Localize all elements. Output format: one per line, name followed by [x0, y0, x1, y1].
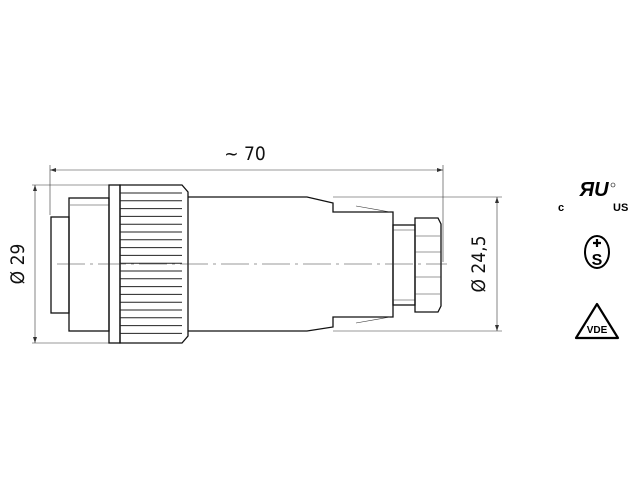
- diameter-24-5-dimension: Ø 24,5: [333, 196, 502, 332]
- vde-triangle-icon: VDE: [574, 302, 620, 340]
- diameter-right-label: Ø 24,5: [468, 236, 490, 293]
- s-mark-label: S: [592, 252, 603, 269]
- length-label: ~ 70: [224, 143, 266, 165]
- ul-c-label: c: [558, 202, 564, 214]
- length-dimension: ~ 70: [49, 143, 444, 262]
- diameter-left-label: Ø 29: [7, 244, 29, 285]
- svg-text:ЯU: ЯU: [578, 179, 609, 201]
- connector-outline: [50, 184, 447, 344]
- diameter-29-dimension: Ø 29: [7, 184, 110, 344]
- s-mark-icon: S: [584, 235, 610, 269]
- ul-us-label: US: [613, 202, 628, 214]
- ul-recognized-icon: c ЯU US: [558, 179, 628, 214]
- vde-label: VDE: [587, 325, 608, 336]
